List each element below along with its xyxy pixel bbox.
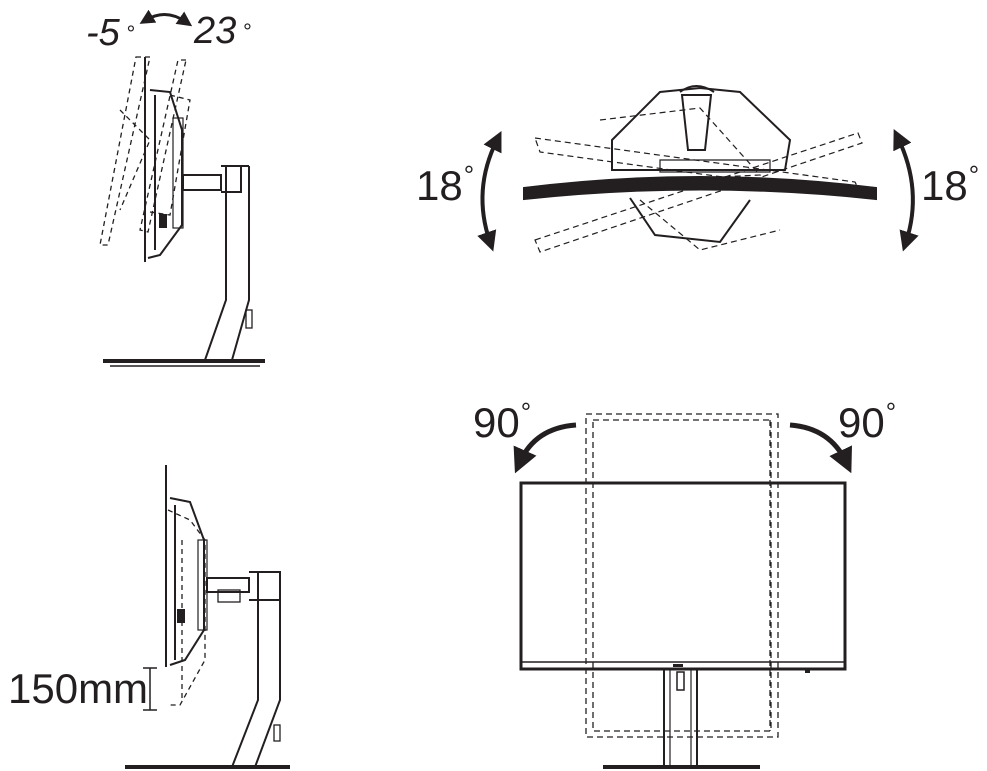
tilt-min-value: -5 (86, 12, 120, 54)
height-monitor-body (165, 465, 208, 667)
tilt-panel (99, 9, 265, 367)
tilt-stand (103, 165, 265, 367)
swivel-base (611, 86, 792, 171)
swivel-right-value: 18 (921, 162, 968, 209)
dimension-bar-icon (143, 667, 157, 711)
double-arrow-icon (477, 131, 502, 252)
swivel-panel (477, 85, 919, 253)
degree-symbol: ° (885, 397, 897, 427)
pivot-left-value: 90 (473, 399, 520, 446)
swivel-left-angle-label: 18° (416, 162, 474, 209)
degree-symbol: ° (463, 160, 475, 190)
height-ghost-outline (167, 509, 206, 706)
degree-symbol: ° (125, 21, 135, 46)
double-arrow-icon (893, 128, 919, 252)
height-range-label: 150mm (8, 665, 149, 712)
tilt-min-angle-label: -5° (86, 14, 135, 52)
pivot-ghost-outline (585, 413, 779, 738)
swivel-monitor-body (523, 159, 877, 201)
pivot-monitor-body (519, 481, 847, 673)
tilt-max-value: 23 (194, 10, 237, 52)
pivot-stand (603, 669, 760, 769)
double-arrow-icon (139, 9, 193, 27)
height-panel (125, 465, 290, 769)
pivot-panel (513, 413, 852, 769)
pivot-right-angle-label: 90° (838, 399, 896, 446)
degree-symbol: ° (242, 19, 252, 44)
pivot-left-angle-label: 90° (473, 399, 531, 446)
degree-symbol: ° (968, 160, 980, 190)
degree-symbol: ° (520, 397, 532, 427)
curved-arrow-icon (513, 422, 577, 474)
swivel-right-angle-label: 18° (921, 162, 979, 209)
pivot-right-value: 90 (838, 399, 885, 446)
curved-arrow-icon (789, 422, 852, 474)
swivel-left-value: 18 (416, 162, 463, 209)
height-stand (125, 571, 290, 769)
tilt-max-angle-label: 23° (194, 12, 251, 50)
